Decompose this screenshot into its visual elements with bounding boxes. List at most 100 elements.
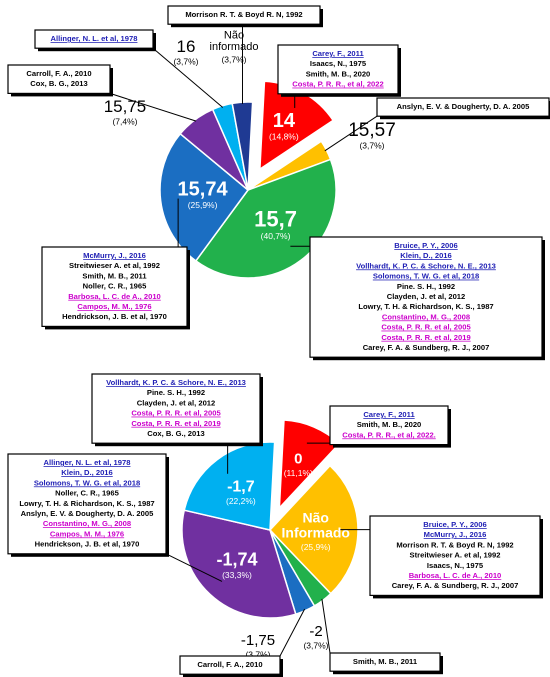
slice-percent-label: (25,9%) (301, 542, 331, 552)
callout-leader-line (109, 92, 197, 122)
reference-entry: Pine. S. H., 1992 (147, 388, 205, 397)
slice-percent-label: (33,3%) (222, 570, 252, 580)
reference-entry: Clayden, J. et al, 2012 (387, 292, 466, 301)
slice-value-line: Informado (282, 524, 350, 540)
pie-slice (183, 441, 276, 531)
callout-leader-line (324, 115, 378, 152)
reference-entry: Constantino, M. G., 2008 (382, 312, 470, 321)
reference-entry: Campos, M. M., 1976 (77, 302, 151, 311)
reference-entry: Lowry, T. H. & Richardson, K. S., 1987 (358, 302, 493, 311)
slice-percent-label: (3,7%) (173, 57, 198, 67)
reference-entry: Hendrickson, J. B. et al, 1970 (62, 312, 167, 321)
slice-percent-label: (3,7%) (245, 650, 270, 660)
reference-entry: Isaacs, N., 1975 (427, 561, 484, 570)
reference-entry: Morrison R. T. & Boyd R. N, 1992 (185, 10, 302, 19)
slice-value-label: 16 (177, 37, 196, 56)
reference-callout: Vollhardt, K. P. C. & Schore, N. E., 201… (91, 373, 263, 447)
reference-entry: Carey, F., 2011 (312, 49, 364, 58)
slice-percent-label: (40,7%) (261, 231, 291, 241)
reference-entry: Costa, P. R. R. et al, 2005 (131, 409, 221, 418)
slice-value-label: 15,74 (178, 179, 229, 201)
reference-entry: Bruice, P. Y., 2006 (394, 241, 457, 250)
pie-slice (194, 158, 337, 279)
reference-callout: Allinger, N. L. et al, 1978 (34, 29, 156, 52)
reference-entry: Hendrickson, J. B. et al, 1970 (35, 540, 140, 549)
reference-entry: Barbosa, L. C. de A., 2010 (68, 292, 161, 301)
reference-entry: Carroll, F. A., 2010 (26, 69, 91, 78)
callout-box (277, 44, 399, 95)
reference-entry: Carey, F. A. & Sundberg, R. J., 2007 (363, 343, 490, 352)
reference-callout: Smith, M. B., 2011 (329, 652, 443, 675)
slice-percent-label: (7,4%) (112, 117, 137, 127)
slice-percent-label: (3,7%) (303, 641, 328, 651)
reference-entry: McMurry, J., 2016 (83, 251, 146, 260)
reference-entry: Solomons, T. W. G. et al, 2018 (34, 478, 140, 487)
reference-callout: Anslyn, E. V. & Dougherty, D. A. 2005 (376, 97, 550, 120)
reference-entry: Cox, B. G., 2013 (30, 79, 87, 88)
reference-entry: Streitwieser A. et al, 1992 (69, 261, 160, 270)
reference-entry: Anslyn, E. V. & Dougherty, D. A. 2005 (397, 102, 530, 111)
reference-entry: Costa, P. R. R. et al, 2005 (381, 323, 471, 332)
reference-entry: Costa, P. R. R., et al, 2022. (342, 430, 436, 439)
pie-chart (181, 419, 359, 619)
reference-entry: Smith, M. B., 2011 (353, 657, 418, 666)
slice-value-label: 15,57 (348, 120, 396, 141)
slice-percent-label: (3,7%) (359, 141, 384, 151)
reference-entry: Barbosa, L. C. de A., 2010 (409, 571, 502, 580)
slice-value-label: 15,7 (254, 207, 297, 232)
callout-box (329, 652, 441, 672)
reference-entry: Costa, P. R. R., et al, 2022 (292, 80, 383, 89)
pie-slice (181, 509, 297, 619)
callout-leader-line (321, 598, 331, 654)
reference-entry: Bruice, P. Y., 2006 (423, 520, 486, 529)
reference-entry: Costa, P. R. R. et al, 2019 (381, 333, 470, 342)
callout-box (34, 29, 154, 49)
reference-entry: Carey, F. A. & Sundberg, R. J., 2007 (392, 581, 519, 590)
reference-entry: Streitwieser A. et al, 1992 (410, 551, 501, 560)
slice-value-label: -1,7 (227, 478, 255, 495)
reference-entry: Constantino, M. G., 2008 (43, 519, 131, 528)
reference-entry: Smith, M. B., 2011 (82, 271, 147, 280)
callout-box (179, 655, 281, 675)
reference-entry: Allinger, N. L. et al, 1978 (51, 34, 138, 43)
reference-entry: Carroll, F. A., 2010 (197, 660, 262, 669)
reference-entry: Carey, F., 2011 (363, 410, 415, 419)
callout-box (329, 405, 449, 446)
callout-box (91, 373, 261, 444)
reference-entry: Anslyn, E. V. & Dougherty, D. A. 2005 (21, 509, 154, 518)
slice-value-label: 14 (273, 110, 296, 132)
callout-leader-line (279, 608, 306, 657)
slice-value-label: -1,75 (241, 632, 275, 649)
slice-value-label: 15,75 (104, 97, 147, 116)
callout-box (376, 97, 550, 117)
reference-entry: Noller, C. R., 1965 (55, 489, 120, 498)
reference-entry: Smith, M. B., 2020 (306, 69, 371, 78)
reference-entry: Cox, B. G., 2013 (147, 429, 204, 438)
reference-entry: Clayden, J. et al, 2012 (137, 398, 216, 407)
pie-chart (159, 80, 337, 279)
slice-value-label: -1,74 (216, 549, 257, 569)
reference-entry: Klein, D., 2016 (400, 251, 452, 260)
reference-entry: McMurry, J., 2016 (424, 530, 487, 539)
slice-percent-label: (11,1%) (284, 468, 313, 478)
reference-entry: Pine. S. H., 1992 (397, 282, 455, 291)
reference-entry: Vollhardt, K. P. C. & Schore, N. E., 201… (356, 261, 496, 270)
reference-entry: Isaacs, N., 1975 (310, 59, 367, 68)
slice-percent-label: (14,8%) (269, 132, 299, 142)
reference-entry: Lowry, T. H. & Richardson, K. S., 1987 (19, 499, 154, 508)
slice-value-label: 0 (294, 450, 302, 467)
reference-entry: Campos, M. M., 1976 (50, 529, 124, 538)
reference-entry: Costa, P. R. R. et al, 2019 (131, 419, 220, 428)
slice-percent-label: (25,9%) (188, 200, 218, 210)
reference-entry: Smith, M. B., 2020 (357, 420, 422, 429)
reference-entry: Vollhardt, K. P. C. & Schore, N. E., 201… (106, 378, 246, 387)
